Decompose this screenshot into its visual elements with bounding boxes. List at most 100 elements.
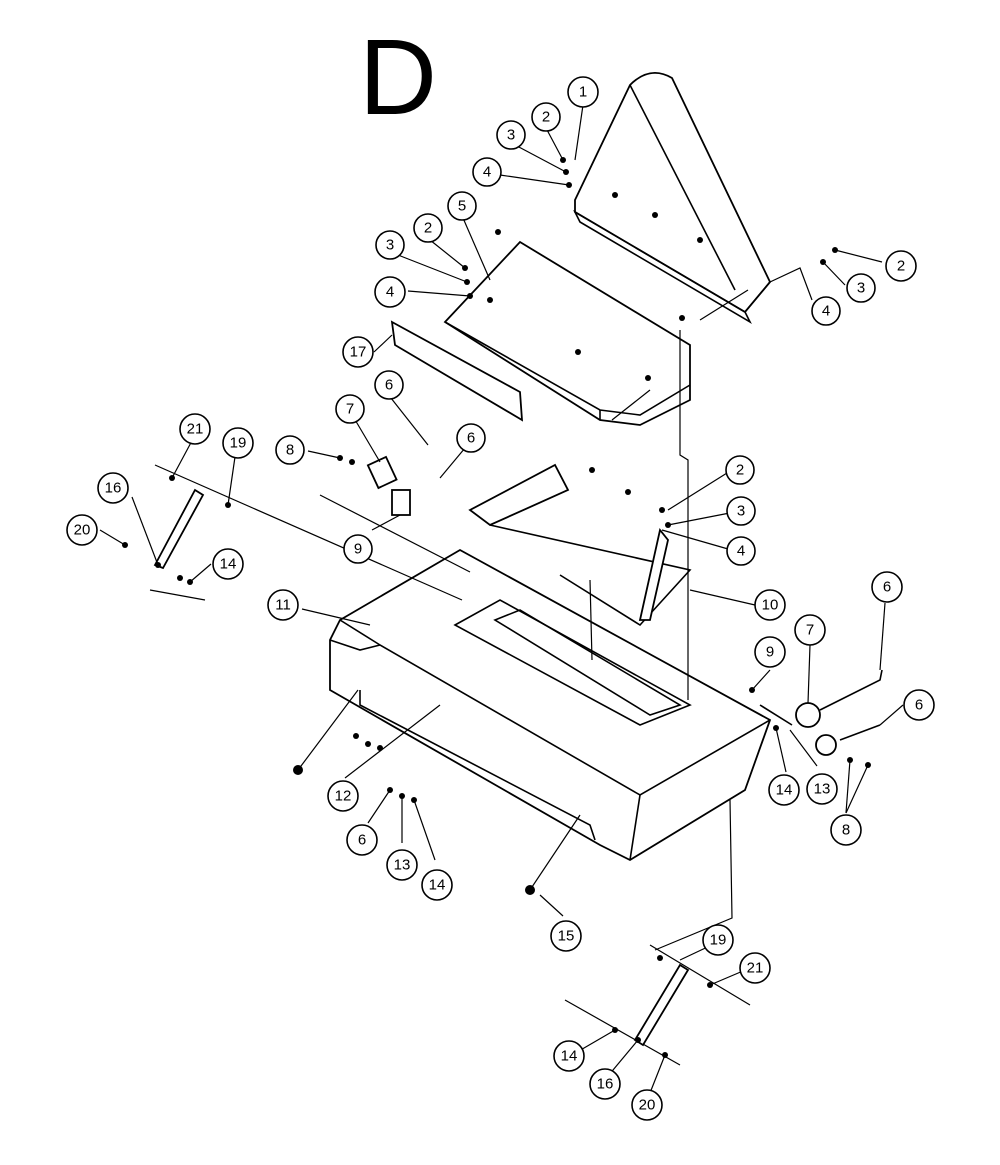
callout-3: 3 <box>726 496 756 526</box>
svg-text:14: 14 <box>561 1048 578 1065</box>
callout-3: 3 <box>846 273 876 303</box>
svg-text:20: 20 <box>639 1097 656 1114</box>
svg-text:5: 5 <box>458 198 466 215</box>
svg-text:2: 2 <box>424 220 432 237</box>
svg-text:21: 21 <box>747 960 764 977</box>
svg-text:20: 20 <box>74 522 91 539</box>
axle-lines <box>149 330 751 1066</box>
part-5-plate <box>443 240 691 426</box>
svg-text:3: 3 <box>386 237 394 254</box>
callout-2: 2 <box>725 455 755 485</box>
part-16-link-right <box>633 963 690 1047</box>
svg-text:7: 7 <box>346 401 354 418</box>
callout-6: 6 <box>346 824 378 856</box>
callout-6: 6 <box>903 689 935 721</box>
part-16-link-left <box>153 488 205 570</box>
callout-2: 2 <box>413 213 443 243</box>
callout-11: 11 <box>267 589 299 621</box>
callout-10: 10 <box>754 589 786 621</box>
callout-13: 13 <box>386 849 418 881</box>
callout-7: 7 <box>794 614 826 646</box>
svg-text:21: 21 <box>187 421 204 438</box>
svg-text:14: 14 <box>220 556 237 573</box>
svg-text:8: 8 <box>286 442 294 459</box>
svg-text:6: 6 <box>385 377 393 394</box>
callout-6: 6 <box>374 370 404 400</box>
callout-6: 6 <box>871 571 903 603</box>
svg-text:8: 8 <box>842 822 850 839</box>
svg-text:13: 13 <box>394 857 411 874</box>
svg-text:15: 15 <box>558 928 575 945</box>
callout-4: 4 <box>374 276 406 308</box>
callout-9: 9 <box>754 636 786 668</box>
svg-text:4: 4 <box>737 543 745 560</box>
callout-14: 14 <box>768 774 800 806</box>
callout-13: 13 <box>806 773 838 805</box>
svg-text:3: 3 <box>737 503 745 520</box>
callout-6: 6 <box>456 423 486 453</box>
callout-8: 8 <box>830 814 862 846</box>
svg-text:14: 14 <box>429 877 446 894</box>
svg-text:2: 2 <box>897 258 905 275</box>
svg-text:6: 6 <box>915 697 923 714</box>
part-11-housing <box>329 548 772 862</box>
callout-14: 14 <box>421 869 453 901</box>
svg-text:6: 6 <box>358 832 366 849</box>
callout-14: 14 <box>553 1040 585 1072</box>
callout-1: 1 <box>567 76 599 108</box>
callout-16: 16 <box>97 472 129 504</box>
svg-text:19: 19 <box>710 932 727 949</box>
svg-text:12: 12 <box>335 788 352 805</box>
svg-text:16: 16 <box>105 480 122 497</box>
callout-5: 5 <box>447 191 477 221</box>
svg-text:6: 6 <box>467 430 475 447</box>
callout-20: 20 <box>631 1089 663 1121</box>
svg-text:9: 9 <box>766 644 774 661</box>
callout-4: 4 <box>811 296 841 326</box>
svg-text:13: 13 <box>814 781 831 798</box>
callout-21: 21 <box>179 413 211 445</box>
callout-9: 9 <box>343 534 373 564</box>
svg-text:7: 7 <box>806 622 814 639</box>
callout-8: 8 <box>275 435 305 465</box>
svg-text:11: 11 <box>275 597 291 614</box>
callout-20: 20 <box>66 514 98 546</box>
callout-7: 7 <box>335 394 365 424</box>
svg-text:2: 2 <box>736 462 744 479</box>
svg-text:9: 9 <box>354 541 362 558</box>
diagram-title: D <box>359 16 437 137</box>
part-17-strip <box>390 320 524 422</box>
svg-text:4: 4 <box>483 164 491 181</box>
callout-3: 3 <box>375 230 405 260</box>
callout-15: 15 <box>550 920 582 952</box>
callout-3: 3 <box>496 120 526 150</box>
callout-14: 14 <box>212 548 244 580</box>
svg-text:10: 10 <box>762 597 779 614</box>
svg-text:3: 3 <box>857 280 865 297</box>
svg-text:4: 4 <box>386 284 394 301</box>
callout-16: 16 <box>589 1068 621 1100</box>
part-1-chute <box>573 71 772 325</box>
svg-text:4: 4 <box>822 303 830 320</box>
callout-21: 21 <box>739 952 771 984</box>
callout-19: 19 <box>222 427 254 459</box>
callout-19: 19 <box>702 924 734 956</box>
bolt-markers <box>122 157 871 1058</box>
part-7-bracket-left <box>366 455 411 516</box>
callout-2: 2 <box>885 250 917 282</box>
svg-text:2: 2 <box>542 109 550 126</box>
svg-text:1: 1 <box>579 84 587 101</box>
part-10-deflector <box>468 463 692 627</box>
svg-text:17: 17 <box>350 344 367 361</box>
svg-text:16: 16 <box>597 1076 614 1093</box>
callout-bubbles: 1 2 3 4 5 2 3 4 2 3 4 17 6 7 8 6 9 21 19… <box>66 76 935 1121</box>
svg-text:19: 19 <box>230 435 247 452</box>
callout-2: 2 <box>531 102 561 132</box>
part-7-bracket-right <box>759 669 883 756</box>
callout-12: 12 <box>327 780 359 812</box>
callout-4: 4 <box>726 536 756 566</box>
svg-text:6: 6 <box>883 579 891 596</box>
leader-lines <box>99 104 904 1104</box>
callout-4: 4 <box>472 157 502 187</box>
